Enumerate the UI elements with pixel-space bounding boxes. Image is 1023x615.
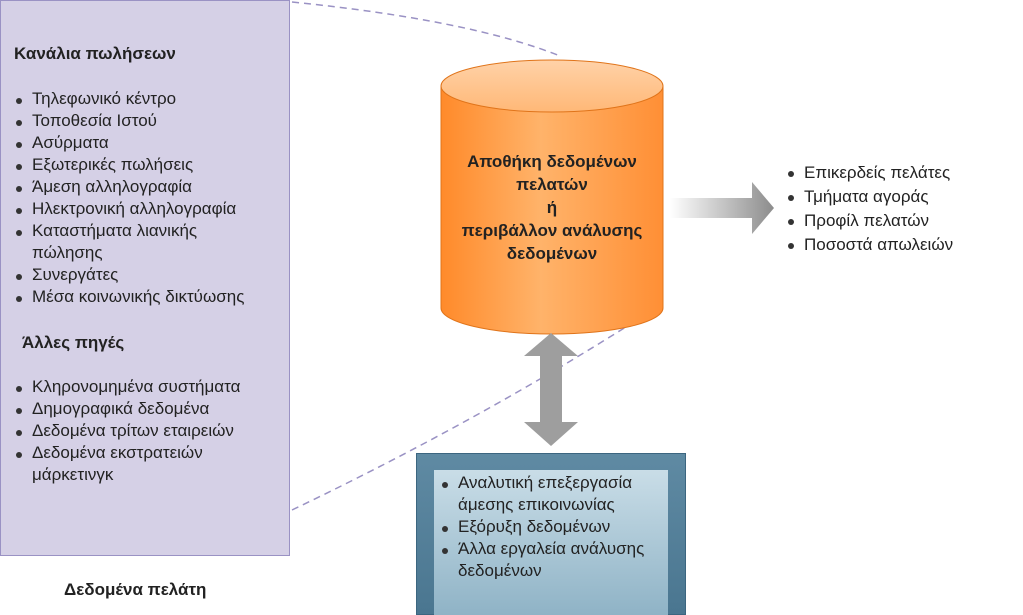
customer-data-panel — [0, 0, 290, 556]
warehouse-label-line: Αποθήκη δεδομένων — [467, 152, 637, 171]
warehouse-label-line: πελατών — [516, 175, 588, 194]
list-item: Δεδομένα τρίτων εταιρειών — [14, 420, 279, 442]
list-item: Μέσα κοινωνικής δικτύωσης — [14, 286, 284, 308]
list-item: Άλλα εργαλεία ανάλυσης δεδομένων — [440, 538, 658, 582]
list-item: Ποσοστά απωλειών — [786, 233, 953, 257]
list-item: Δεδομένα εκστρατειών μάρκετινγκ — [14, 442, 247, 486]
analytics-tools-inner — [434, 470, 668, 615]
list-item: Εξόρυξη δεδομένων — [440, 516, 666, 538]
sales-channels-title: Κανάλια πωλήσεων — [14, 44, 176, 63]
list-item: Εξωτερικές πωλήσεις — [14, 154, 284, 176]
warehouse-label-line: περιβάλλον ανάλυσης — [461, 221, 643, 240]
list-item: Τοποθεσία Ιστού — [14, 110, 284, 132]
warehouse-label-line: δεδομένων — [506, 244, 598, 263]
vertical-double-arrow — [524, 333, 578, 446]
other-sources-list: Κληρονομημένα συστήματα Δημογραφικά δεδο… — [14, 376, 279, 486]
list-item: Ασύρματα — [14, 132, 284, 154]
other-sources-title: Άλλες πηγές — [22, 333, 125, 352]
sales-channels-list: Τηλεφωνικό κέντρο Τοποθεσία Ιστού Ασύρμα… — [14, 88, 284, 308]
right-arrow — [670, 182, 774, 234]
list-item: Ηλεκτρονική αλληλογραφία — [14, 198, 284, 220]
list-item: Τηλεφωνικό κέντρο — [14, 88, 284, 110]
outputs-list: Επικερδείς πελάτες Τμήματα αγοράς Προφίλ… — [786, 161, 953, 257]
dashed-connector-top — [291, 1, 561, 57]
list-item: Συνεργάτες — [14, 264, 284, 286]
list-item: Τμήματα αγοράς — [786, 185, 953, 209]
list-item: Καταστήματα λιανικής πώλησης — [14, 220, 232, 264]
list-item: Επικερδείς πελάτες — [786, 161, 953, 185]
list-item: Κληρονομημένα συστήματα — [14, 376, 279, 398]
warehouse-label: Αποθήκη δεδομένων πελατών ή περιβάλλον α… — [441, 150, 663, 265]
warehouse-label-line: ή — [546, 198, 558, 217]
list-item: Άμεση αλληλογραφία — [14, 176, 284, 198]
dashed-connector-bottom — [291, 317, 641, 511]
list-item: Αναλυτική επεξεργασία άμεσης επικοινωνία… — [440, 472, 666, 516]
warehouse-cylinder — [440, 59, 664, 335]
customer-data-label: Δεδομένα πελάτη — [64, 580, 207, 599]
list-item: Προφίλ πελατών — [786, 209, 953, 233]
list-item: Δημογραφικά δεδομένα — [14, 398, 279, 420]
analytics-tools-list: Αναλυτική επεξεργασία άμεσης επικοινωνία… — [440, 472, 666, 582]
